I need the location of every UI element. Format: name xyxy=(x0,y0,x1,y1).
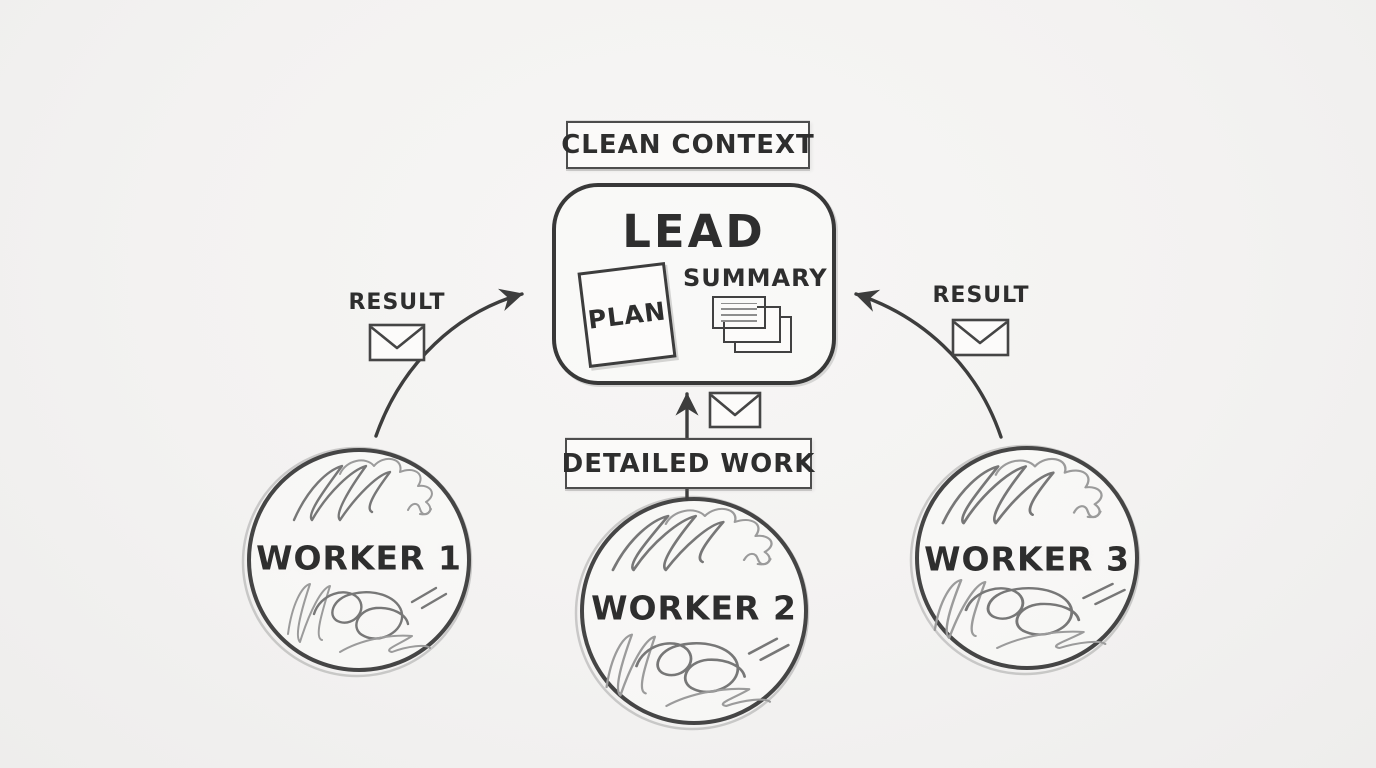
worker1-to-lead-arrow xyxy=(374,288,524,438)
envelope-icon-left xyxy=(368,323,426,362)
summary-card-front xyxy=(712,296,766,329)
worker-2-circle-echo xyxy=(574,495,810,731)
plan-document-icon: PLAN xyxy=(577,261,677,369)
summary-stack-icon xyxy=(712,296,794,356)
worker-3-circle xyxy=(915,446,1139,670)
envelope-icon-middle xyxy=(708,391,762,429)
lead-title: LEAD xyxy=(622,205,766,258)
detailed-work-label: DETAILED WORK xyxy=(562,438,814,489)
worker-1-circle-echo xyxy=(241,446,473,678)
worker-3-label: WORKER 3 xyxy=(924,539,1130,579)
summary-label: SUMMARY xyxy=(683,264,828,292)
plan-label: PLAN xyxy=(586,295,668,335)
worker-1-label: WORKER 1 xyxy=(256,538,462,578)
clean-context-label: CLEAN CONTEXT xyxy=(561,121,814,169)
worker-3-circle-echo xyxy=(909,444,1141,676)
worker3-to-lead-arrow xyxy=(854,289,1003,439)
result-label-right: RESULT xyxy=(932,283,1030,308)
worker-2-label: WORKER 2 xyxy=(591,588,797,628)
envelope-icon-right xyxy=(951,318,1010,357)
result-label-left: RESULT xyxy=(348,290,446,315)
